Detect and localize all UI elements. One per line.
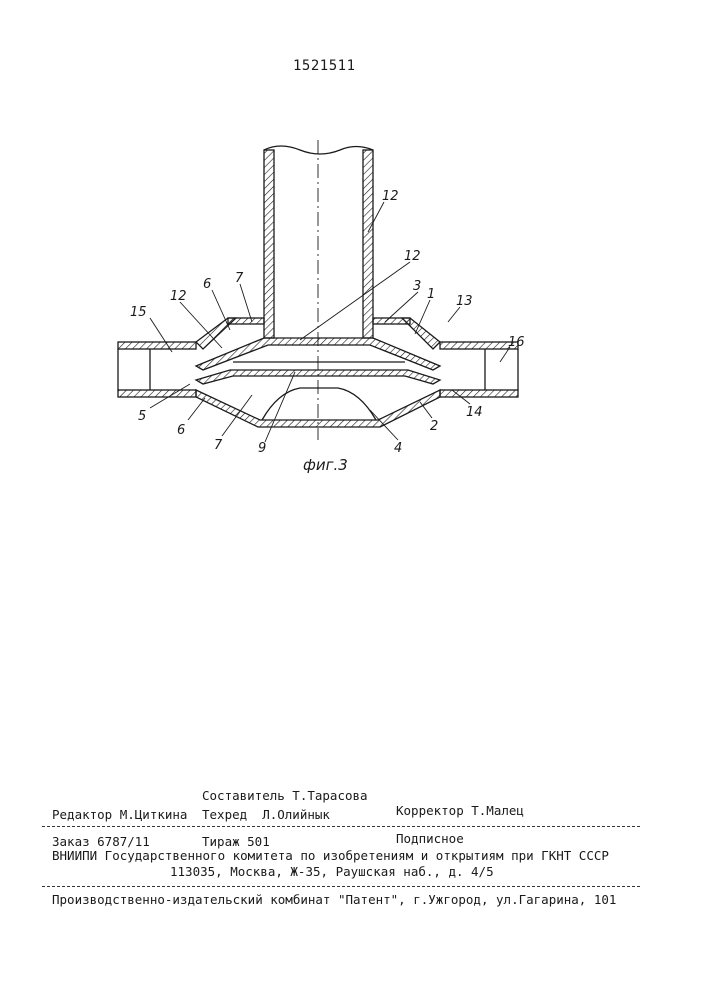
vniipi-line: ВНИИПИ Государственного комитета по изоб… — [52, 848, 609, 863]
label-6-bottom: 6 — [177, 423, 185, 438]
corrector: Корректор Т.Малец — [396, 803, 524, 818]
label-7-top: 7 — [235, 271, 244, 286]
address-line: 113035, Москва, Ж-35, Раушская наб., д. … — [170, 864, 494, 879]
pipe-break-line — [264, 146, 373, 154]
editor: Редактор М.Циткина — [52, 807, 187, 822]
separator-bottom — [42, 886, 640, 887]
label-1: 1 — [427, 287, 435, 302]
label-5: 5 — [138, 409, 146, 424]
label-14: 14 — [466, 405, 483, 420]
left-nozzle-top-wall — [118, 342, 196, 349]
label-15: 15 — [130, 305, 147, 320]
label-9: 9 — [258, 441, 266, 456]
separator-top — [42, 826, 640, 827]
label-11: 12 — [404, 249, 421, 264]
pipe-wall-right — [363, 150, 373, 338]
label-2: 2 — [430, 419, 438, 434]
order-number: Заказ 6787/11 — [52, 834, 150, 849]
label-10: 12 — [170, 289, 187, 304]
pipe-wall-left — [264, 150, 274, 338]
tech-editor: Техред Л.Олийнык — [202, 807, 330, 822]
subscription: Подписное — [396, 831, 464, 846]
figure-caption: фиг.3 — [303, 456, 348, 474]
right-nozzle-bottom-wall — [440, 390, 518, 397]
label-4: 4 — [394, 441, 402, 456]
label-13: 13 — [456, 294, 473, 309]
technical-drawing: 15 12 6 7 12 3 1 13 12 16 5 6 7 9 4 2 14… — [0, 0, 707, 520]
publisher-line: Производственно-издательский комбинат "П… — [52, 892, 616, 907]
left-nozzle-bottom-wall — [118, 390, 196, 397]
right-nozzle-top-wall — [440, 342, 518, 349]
label-16: 16 — [508, 335, 525, 350]
label-7-bottom: 7 — [214, 438, 223, 453]
label-6-top: 6 — [203, 277, 211, 292]
label-3: 3 — [413, 279, 421, 294]
compiler: Составитель Т.Тарасова — [202, 788, 368, 803]
label-12: 12 — [382, 189, 399, 204]
circulation: Тираж 501 — [202, 834, 270, 849]
